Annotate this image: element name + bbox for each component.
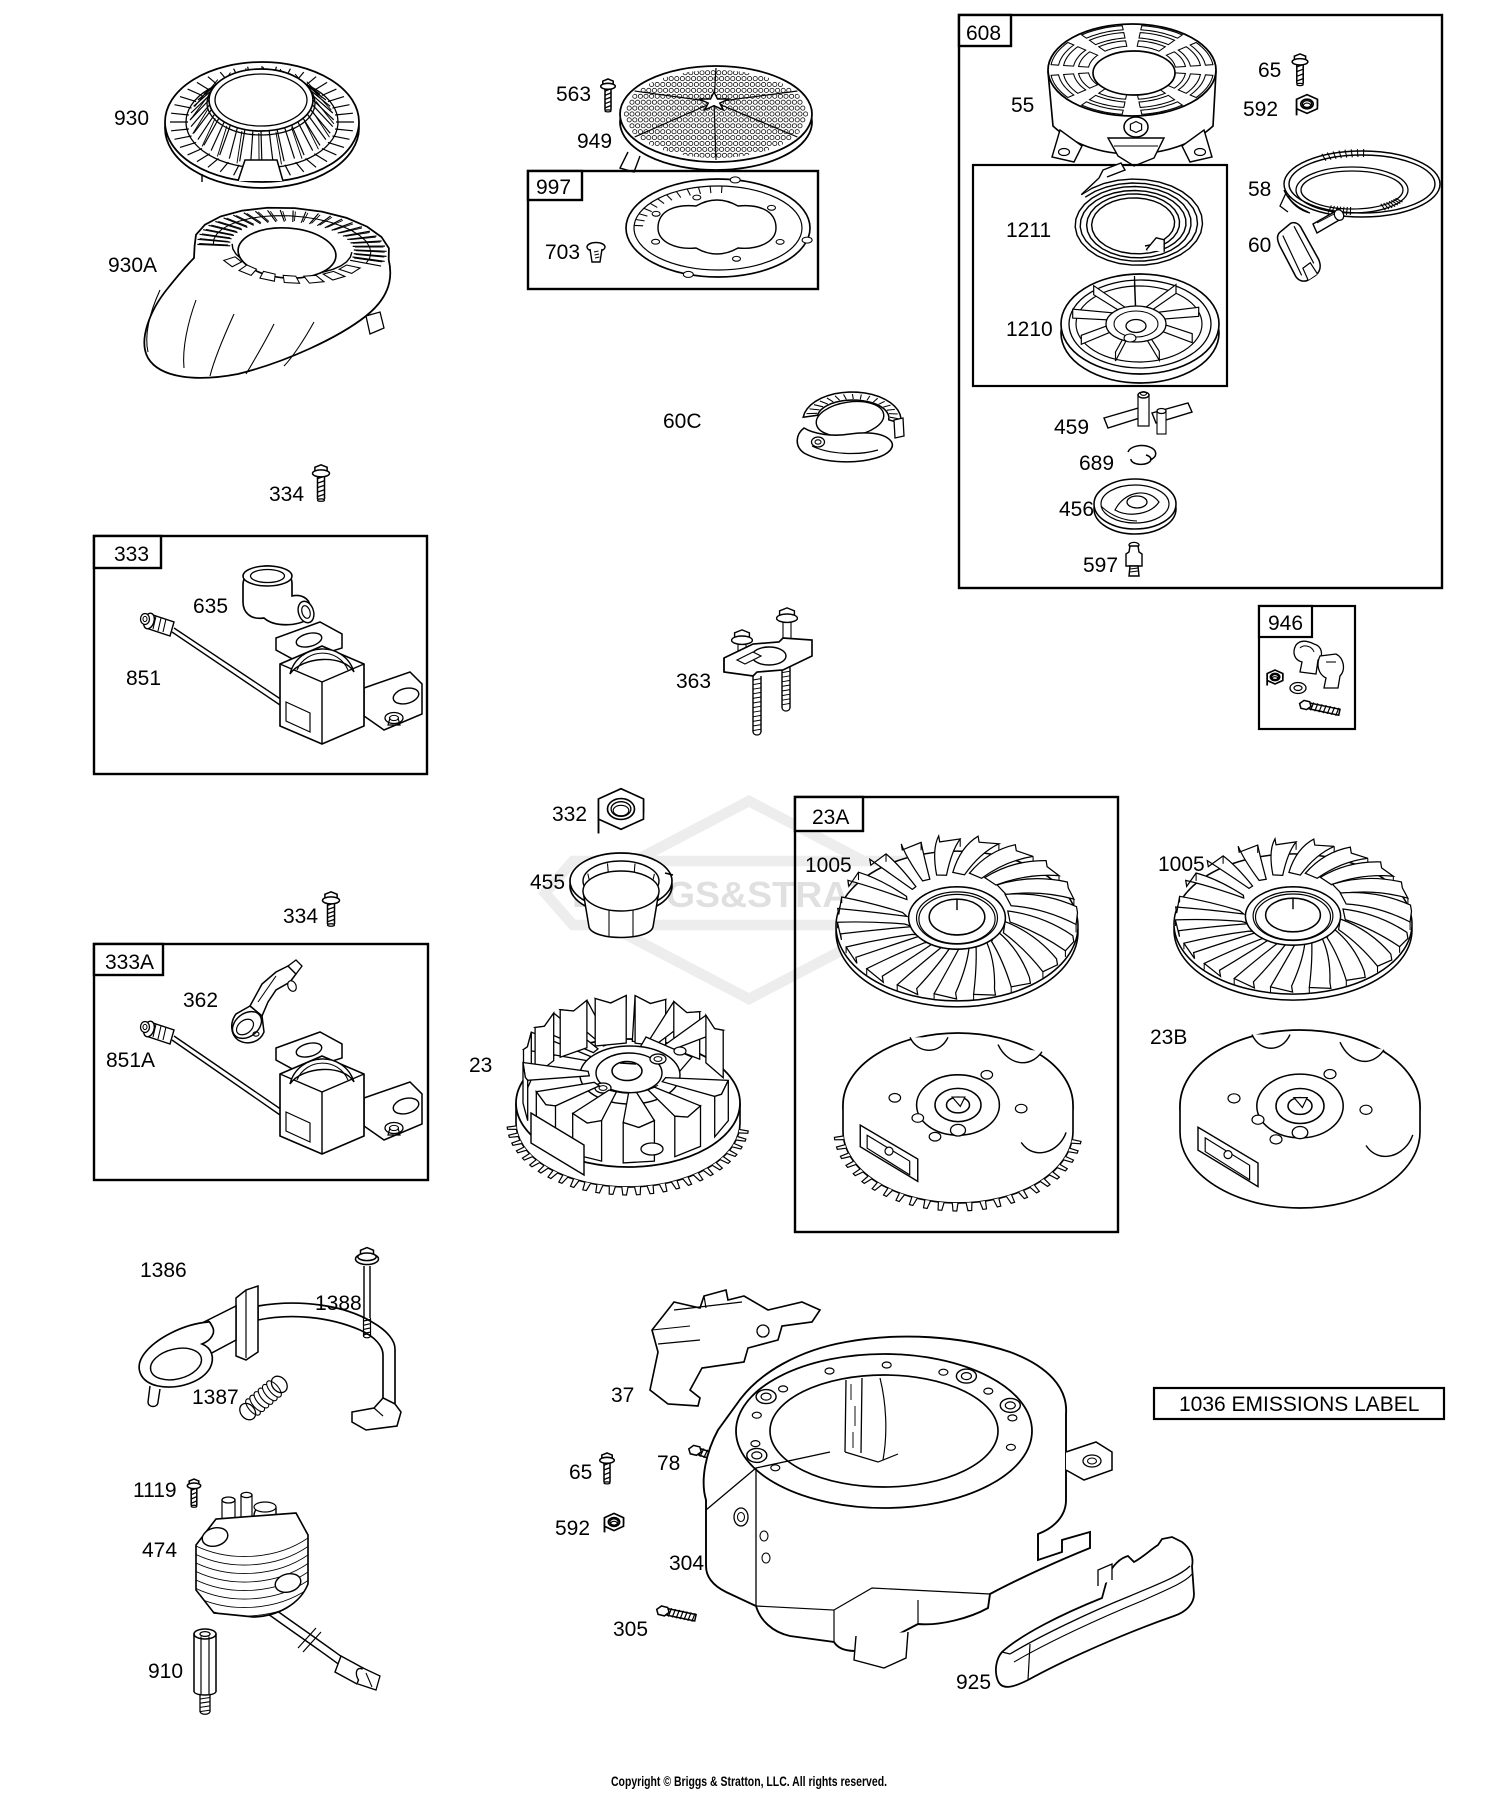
svg-text:58: 58 [1248,178,1271,201]
svg-text:1388: 1388 [315,1292,362,1315]
svg-text:946: 946 [1268,612,1303,635]
svg-text:592: 592 [1243,98,1278,121]
svg-text:456: 456 [1059,498,1094,521]
svg-text:333: 333 [114,543,149,566]
svg-text:65: 65 [569,1461,592,1484]
svg-text:1119: 1119 [133,1479,177,1502]
svg-text:1210: 1210 [1006,318,1053,341]
svg-text:65: 65 [1258,59,1281,82]
svg-text:23: 23 [469,1054,492,1077]
svg-text:37: 37 [611,1384,634,1407]
svg-text:851A: 851A [106,1049,155,1072]
svg-text:332: 332 [552,803,587,826]
svg-text:563: 563 [556,83,591,106]
svg-text:930: 930 [114,107,149,130]
svg-text:455: 455 [530,871,565,894]
svg-text:78: 78 [657,1452,680,1475]
svg-text:851: 851 [126,667,161,690]
svg-text:925: 925 [956,1671,991,1694]
svg-text:60: 60 [1248,234,1271,257]
svg-text:1387: 1387 [192,1386,239,1409]
svg-text:592: 592 [555,1517,590,1540]
svg-text:1036 EMISSIONS LABEL: 1036 EMISSIONS LABEL [1179,1393,1419,1416]
svg-text:1005: 1005 [805,854,852,877]
svg-text:334: 334 [283,905,318,928]
svg-text:60C: 60C [663,410,702,433]
svg-text:459: 459 [1054,416,1089,439]
svg-text:363: 363 [676,670,711,693]
svg-text:597: 597 [1083,554,1118,577]
svg-text:910: 910 [148,1660,183,1683]
svg-text:997: 997 [536,176,571,199]
svg-text:930A: 930A [108,254,157,277]
svg-text:608: 608 [966,22,1001,45]
svg-text:362: 362 [183,989,218,1012]
svg-text:1211: 1211 [1006,219,1051,242]
svg-text:23A: 23A [812,806,849,829]
svg-text:703: 703 [545,241,580,264]
svg-text:1005: 1005 [1158,853,1205,876]
svg-text:949: 949 [577,130,612,153]
svg-text:635: 635 [193,595,228,618]
svg-text:333A: 333A [105,951,154,974]
svg-text:305: 305 [613,1618,648,1641]
svg-text:23B: 23B [1150,1026,1187,1049]
svg-text:Copyright © Briggs & Stratton,: Copyright © Briggs & Stratton, LLC. All … [611,1774,887,1789]
svg-text:474: 474 [142,1539,177,1562]
svg-text:689: 689 [1079,452,1114,475]
svg-text:55: 55 [1011,94,1034,117]
svg-text:1386: 1386 [140,1259,187,1282]
svg-text:334: 334 [269,483,304,506]
svg-text:304: 304 [669,1552,704,1575]
